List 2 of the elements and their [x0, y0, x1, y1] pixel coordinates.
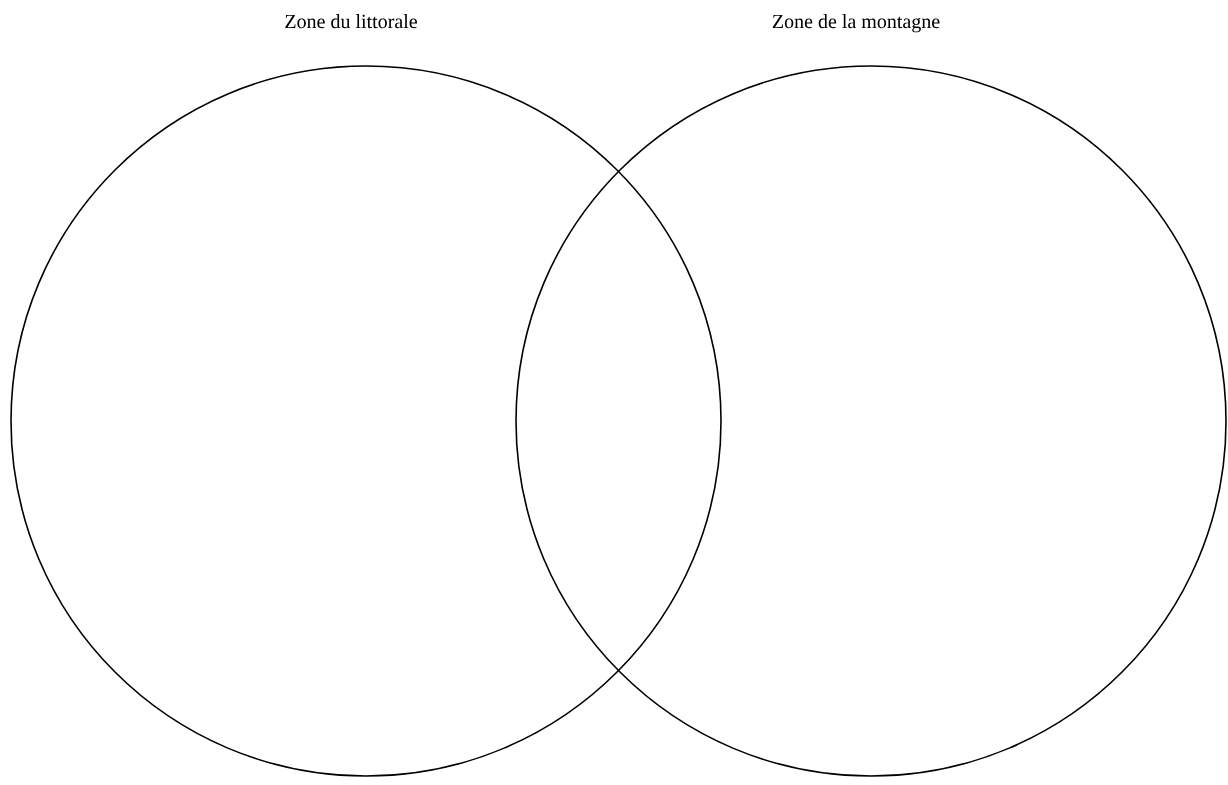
circle-heading: Zone du littorale — [285, 14, 417, 29]
circle-heading: Zone de la montagne — [772, 14, 940, 33]
